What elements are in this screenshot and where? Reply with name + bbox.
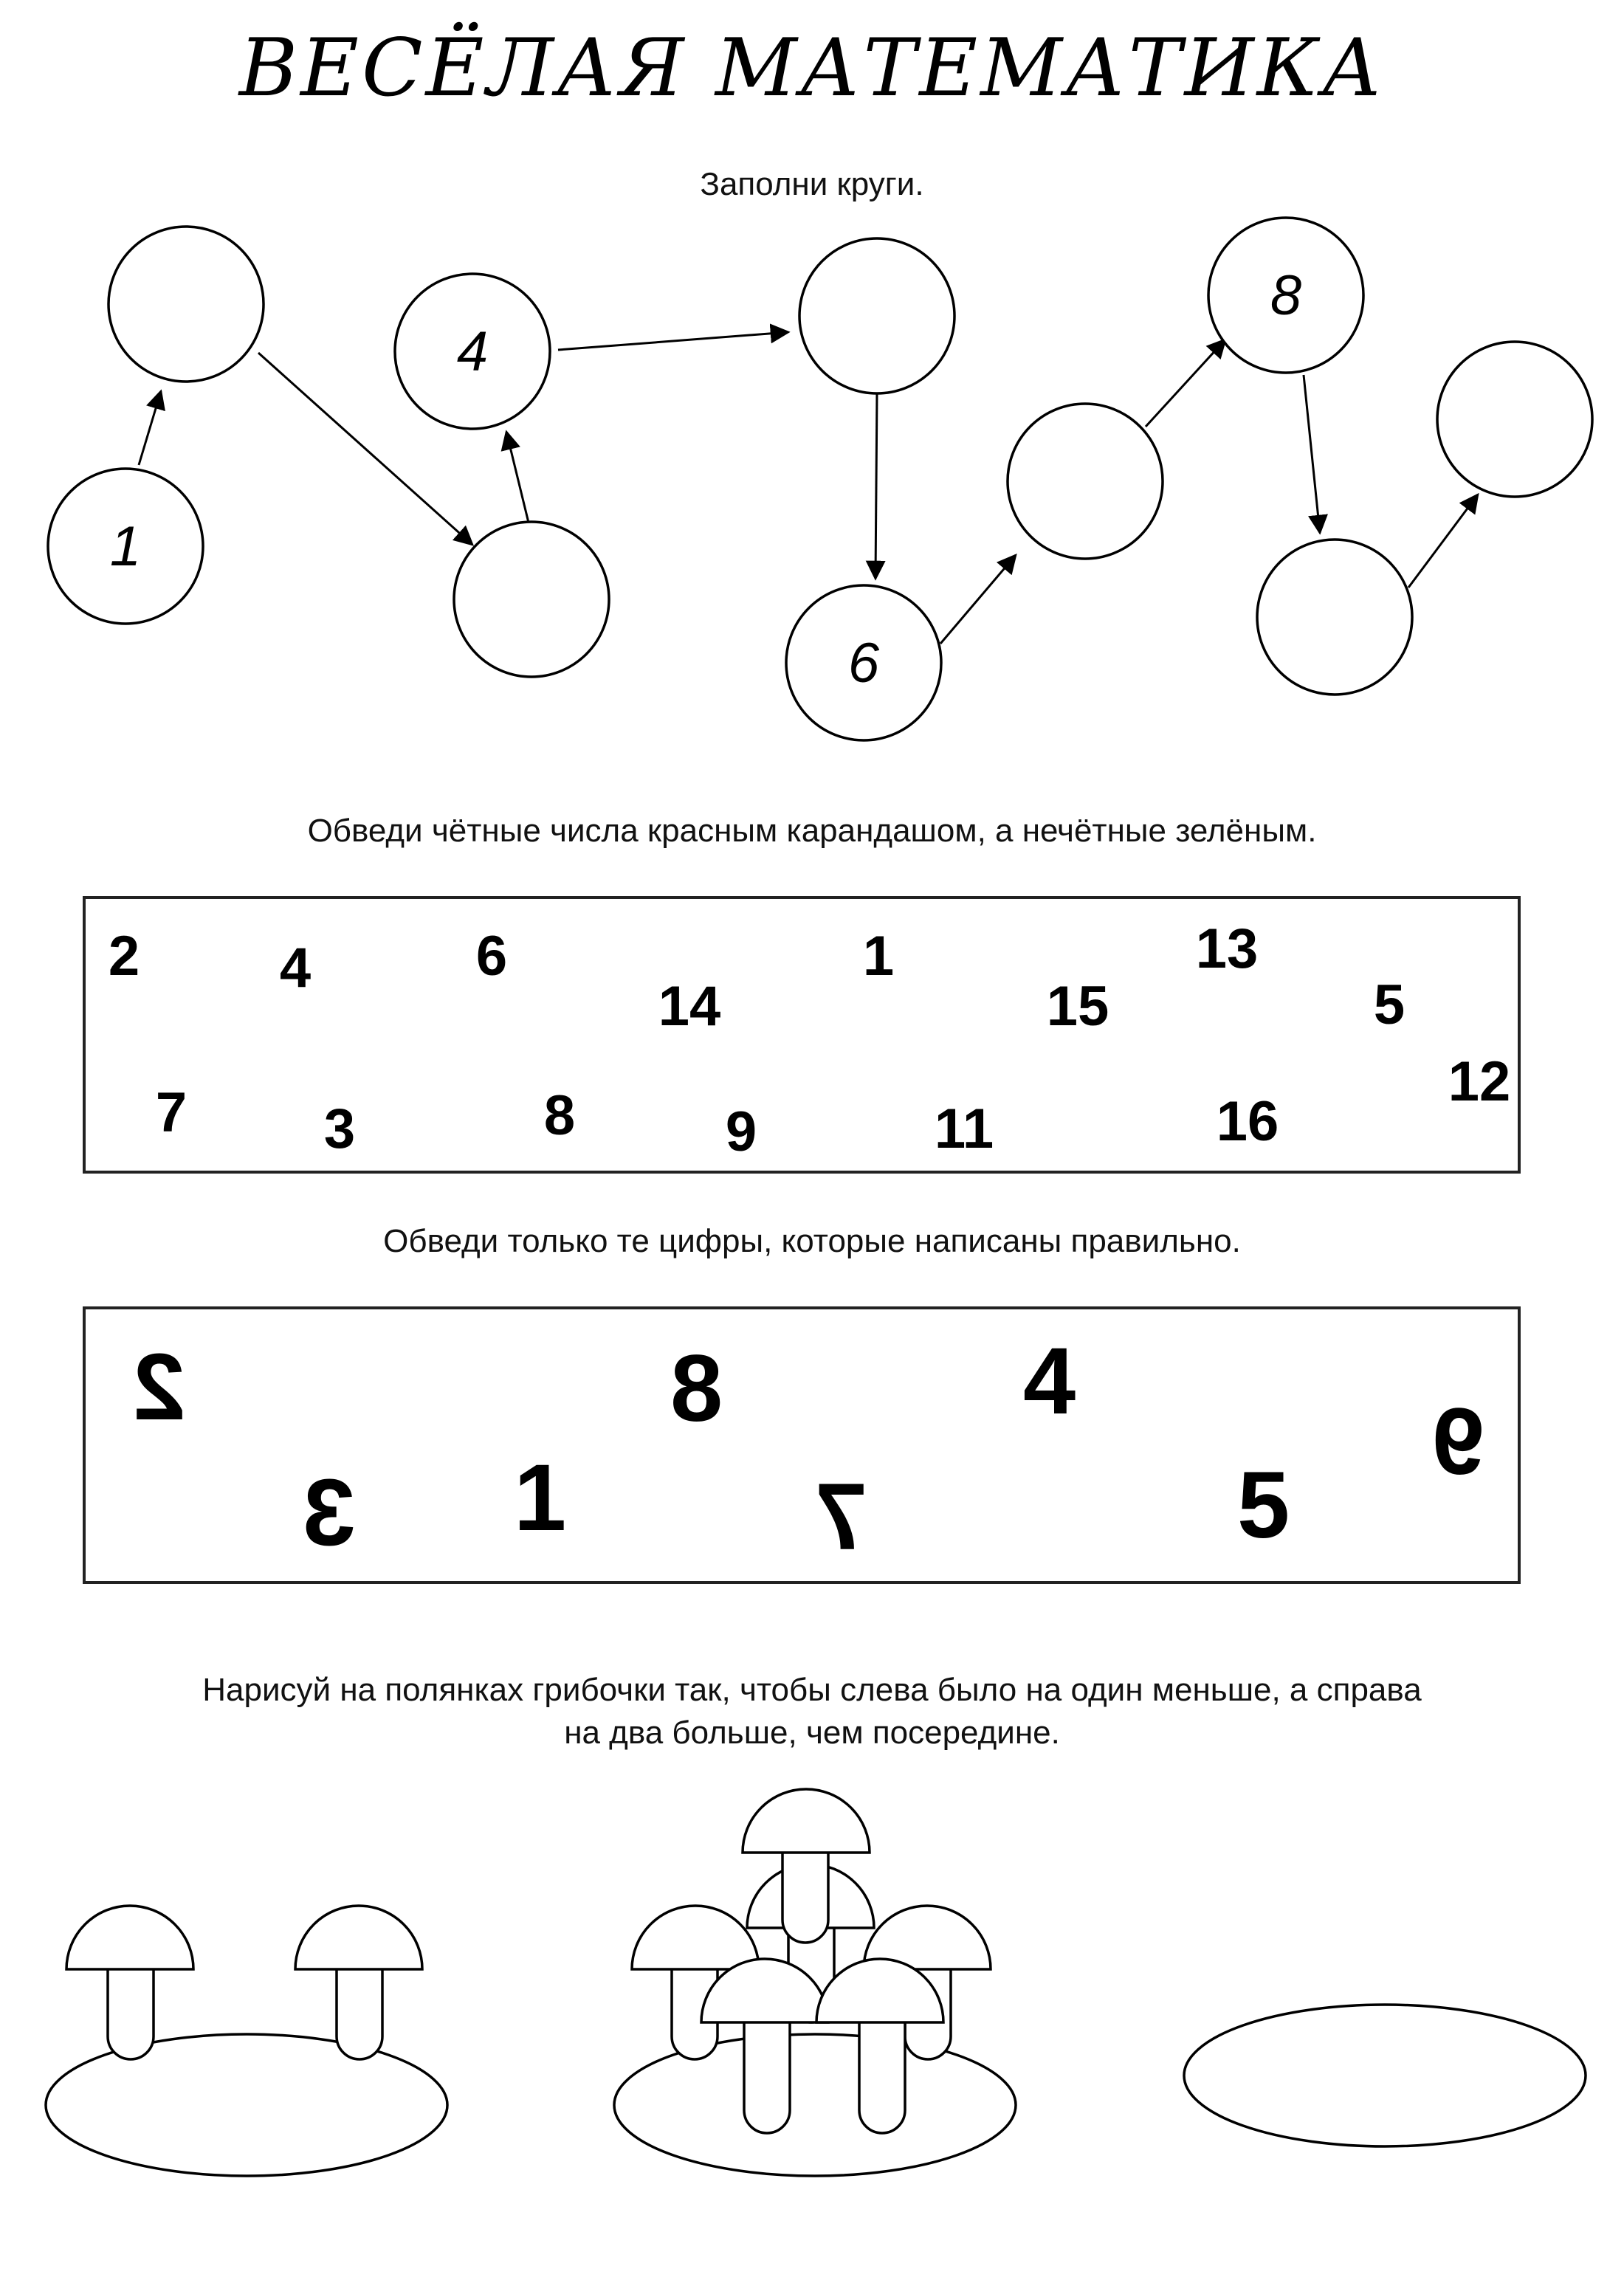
digit-item: 5 bbox=[1237, 1453, 1290, 1558]
mushroom-icon bbox=[746, 1863, 875, 2024]
circle-8 bbox=[1207, 216, 1365, 374]
mushroom-icon bbox=[630, 1904, 760, 2061]
meadow-left bbox=[44, 2033, 449, 2177]
number-item: 16 bbox=[1216, 1090, 1279, 1153]
number-item: 6 bbox=[475, 925, 508, 988]
task1-instruction: Заполни круги. bbox=[700, 166, 924, 202]
page-title: ВЕСЁЛАЯ МАТЕМАТИКА bbox=[238, 22, 1386, 114]
number-item: 7 bbox=[155, 1081, 187, 1144]
mushroom-icon bbox=[65, 1904, 195, 2061]
mushroom-icon bbox=[294, 1904, 424, 2061]
circle-2 bbox=[107, 225, 265, 383]
circle-9 bbox=[1256, 538, 1414, 696]
digit-item: 2 bbox=[133, 1334, 186, 1440]
number-item: 11 bbox=[934, 1098, 994, 1160]
number-item: 5 bbox=[1373, 974, 1405, 1036]
digits-box bbox=[83, 1306, 1521, 1584]
task3-instruction: Обведи только те цифры, которые написаны… bbox=[383, 1223, 1241, 1259]
numbers-box bbox=[83, 896, 1521, 1174]
digit-item: 1 bbox=[514, 1445, 567, 1551]
task4-instruction-line2: на два больше, чем посередине. bbox=[564, 1715, 1060, 1751]
number-item: 12 bbox=[1448, 1050, 1511, 1113]
circle-7 bbox=[1006, 402, 1164, 560]
number-item: 8 bbox=[543, 1084, 576, 1147]
arrow-8-9 bbox=[1302, 374, 1328, 535]
digit-item: 8 bbox=[670, 1336, 723, 1442]
circle-6 bbox=[785, 584, 943, 742]
number-item: 1 bbox=[862, 925, 895, 988]
task2-instruction: Обведи чётные числа красным карандашом, … bbox=[307, 813, 1317, 849]
arrow-9-10 bbox=[1407, 492, 1479, 588]
circle-4-label: 4 bbox=[457, 320, 488, 383]
digit-item: 3 bbox=[303, 1460, 356, 1566]
mushroom-icon bbox=[741, 1788, 871, 1944]
circle-1 bbox=[47, 467, 204, 625]
circle-5 bbox=[798, 237, 956, 395]
arrow-7-8 bbox=[1144, 338, 1227, 428]
arrow-3-4 bbox=[500, 430, 530, 523]
digit-item: 9 bbox=[1432, 1389, 1485, 1495]
arrow-4-5 bbox=[557, 323, 791, 351]
number-item: 14 bbox=[658, 975, 721, 1038]
number-item: 9 bbox=[725, 1100, 757, 1163]
number-item: 15 bbox=[1046, 975, 1109, 1038]
number-item: 3 bbox=[323, 1098, 356, 1160]
number-item: 2 bbox=[108, 925, 140, 988]
circle-1-label: 1 bbox=[110, 515, 141, 578]
meadow-middle bbox=[613, 2033, 1017, 2177]
task4-instruction-line1: Нарисуй на полянках грибочки так, чтобы … bbox=[202, 1672, 1422, 1708]
circle-8-label: 8 bbox=[1270, 264, 1301, 327]
circle-6-label: 6 bbox=[848, 632, 880, 695]
mushroom-icon bbox=[862, 1904, 992, 2061]
digit-item: 4 bbox=[1023, 1329, 1076, 1434]
circle-4 bbox=[393, 272, 551, 430]
circle-3 bbox=[453, 520, 610, 678]
number-item: 13 bbox=[1195, 917, 1259, 980]
circle-chain-diagram: 1 4 6 8 bbox=[47, 216, 1594, 742]
arrow-1-2 bbox=[137, 389, 165, 466]
meadow-right bbox=[1183, 2003, 1587, 2148]
circle-10 bbox=[1436, 340, 1594, 498]
number-item: 4 bbox=[279, 937, 312, 999]
mushroom-icon bbox=[700, 1957, 830, 2135]
mushroom-icon bbox=[815, 1957, 945, 2135]
arrow-2-3 bbox=[257, 351, 475, 546]
digit-item: 7 bbox=[815, 1464, 868, 1570]
arrow-6-7 bbox=[939, 553, 1017, 644]
arrow-5-6 bbox=[865, 392, 886, 581]
